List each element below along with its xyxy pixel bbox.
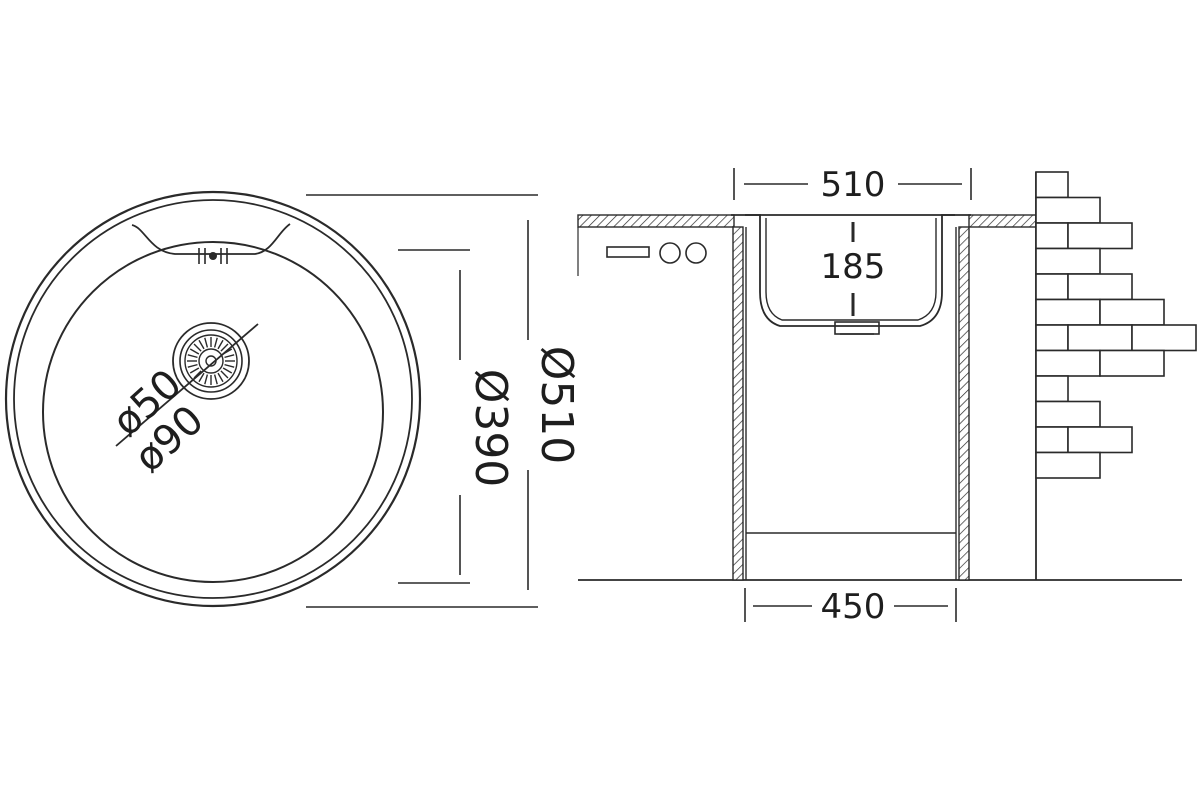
brick — [1035, 298, 1101, 326]
bowl-diameter-dimension: Ø390 — [398, 249, 516, 584]
brick — [1035, 426, 1069, 454]
drain-slot — [224, 363, 235, 368]
brick — [1067, 426, 1133, 454]
drain-slot — [198, 339, 205, 350]
brick — [1099, 349, 1165, 377]
drain-slot — [213, 337, 218, 348]
brick — [1035, 196, 1101, 224]
drain-slot — [189, 367, 200, 374]
side-view: 185 510 450 — [577, 165, 1197, 627]
sink-width-label: 510 — [821, 165, 886, 205]
drain-slot — [187, 354, 198, 359]
drain-slot — [224, 354, 235, 359]
drain-slot — [217, 339, 224, 350]
brick — [1131, 324, 1197, 352]
cabinet-wall-left — [732, 226, 744, 581]
drain-slot — [189, 348, 200, 355]
cabinet-width-label: 450 — [821, 587, 886, 627]
brick — [1035, 375, 1069, 403]
brick — [1035, 400, 1101, 428]
drain-slot — [187, 363, 198, 368]
brick — [1067, 324, 1133, 352]
brick — [1035, 349, 1101, 377]
brick — [1035, 247, 1101, 275]
outer-diameter-dimension: Ø510 — [306, 194, 582, 608]
drain-slot — [222, 367, 233, 374]
appliance-control-panel — [606, 242, 707, 264]
top-view: ø50 ø90 Ø390 Ø510 — [4, 190, 582, 608]
drain-slot — [220, 370, 229, 379]
cabinet-wall-right — [958, 226, 970, 581]
countertop-right — [968, 214, 1037, 228]
drain-slot — [204, 374, 209, 385]
drain-leader-line — [115, 323, 259, 447]
depth-label: 185 — [821, 247, 886, 287]
drain-strainer — [172, 322, 250, 400]
drain-slot — [204, 337, 209, 348]
brick — [1035, 222, 1069, 250]
drain-slot — [217, 372, 224, 383]
brick — [1099, 298, 1165, 326]
depth-dimension: 185 — [821, 222, 886, 316]
overflow-fitting — [198, 248, 228, 264]
sink-width-dimension: 510 — [733, 165, 972, 205]
brick — [1067, 222, 1133, 250]
brick — [1067, 273, 1133, 301]
sink-inner-rim — [13, 199, 413, 599]
bowl-diameter-label: Ø390 — [465, 369, 516, 488]
drain-slot — [220, 343, 229, 352]
overflow-recess — [131, 223, 291, 255]
cabinet-width-dimension: 450 — [744, 587, 957, 627]
brick — [1035, 171, 1069, 199]
countertop-left — [577, 214, 735, 276]
brick — [1035, 451, 1101, 479]
drain-slot — [198, 372, 205, 383]
brick — [1035, 273, 1069, 301]
outer-diameter-label: Ø510 — [531, 346, 582, 465]
brick-wall — [1035, 171, 1197, 479]
sink-bowl-section — [731, 214, 971, 335]
drain-slot — [213, 374, 218, 385]
bowl-edge — [42, 241, 384, 583]
sink-outer-rim — [4, 190, 422, 608]
drain-slot — [193, 343, 202, 352]
brick — [1035, 324, 1069, 352]
